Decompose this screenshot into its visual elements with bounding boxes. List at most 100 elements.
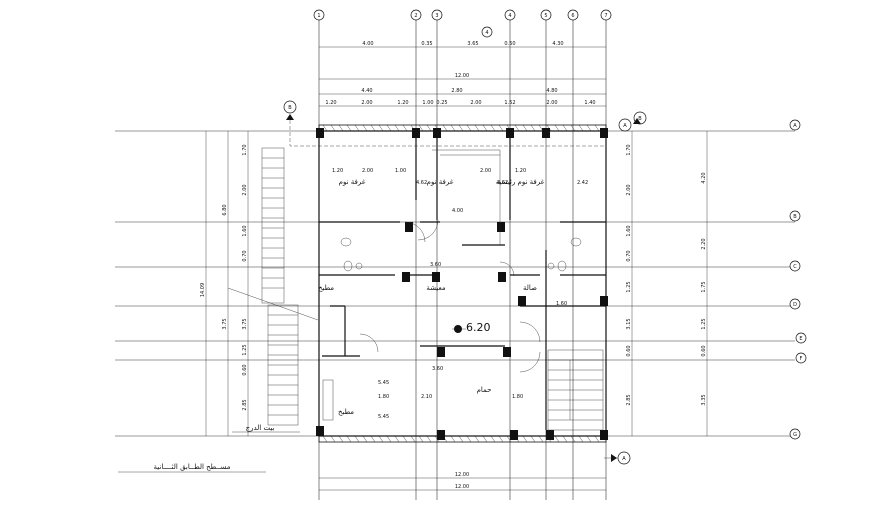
interior-walls — [319, 138, 606, 431]
room-label-bath: حمام — [477, 386, 492, 394]
grid-bubble-b: B — [793, 214, 797, 220]
right-inner-dim-8: 2.85 — [626, 394, 632, 405]
interior-dim-9: 1.20 — [515, 168, 526, 174]
right-outer-dim-6: 3.35 — [701, 394, 707, 405]
stairs-note: بيت الدرج — [246, 424, 275, 432]
left-dimensions: 14.09 6.80 3.75 1.70 2.00 1.60 0.70 3.75… — [200, 131, 249, 436]
grid-bubble-3: 3 — [435, 13, 438, 19]
section-a-right-label: A — [623, 123, 627, 129]
top-dim-3-2: 2.00 — [361, 100, 372, 106]
interior-dim-1: 1.20 — [332, 168, 343, 174]
plan-title: مســطح الطــابق الثــــانية — [154, 463, 231, 471]
grid-bubble-7: 7 — [604, 13, 607, 19]
top-total-dim: 12.00 — [455, 73, 469, 79]
top-dimensions: 4.00 0.35 3.65 0.50 4.30 12.00 4.40 2.80… — [319, 41, 606, 107]
top-dim-1-3: 3.65 — [467, 41, 478, 47]
interior-dim-6: 3.60 — [430, 262, 441, 268]
grid-bubble-6: 6 — [571, 13, 574, 19]
interior-dim-7: 2.42 — [577, 180, 588, 186]
left-inner-dim-7: 0.60 — [242, 364, 248, 375]
right-inner-dim-2: 2.00 — [626, 184, 632, 195]
grid-bubble-c: C — [793, 264, 797, 270]
top-dim-1-2: 0.35 — [421, 41, 432, 47]
right-dimensions: 4.20 2.20 1.75 1.25 0.60 3.35 1.70 2.00 … — [626, 131, 708, 436]
section-b-right-label: B — [638, 116, 642, 122]
room-labels: غرفة نوم غرفة نوم غرفة نوم رئيسية مطبخ م… — [232, 178, 545, 433]
section-b-top-label: B — [288, 105, 292, 111]
grid-bubble-f: F — [800, 356, 803, 362]
section-a-bottom-label: A — [622, 456, 626, 462]
left-inner-dim-3: 1.60 — [242, 225, 248, 236]
right-inner-dim-1: 1.70 — [626, 144, 632, 155]
interior-dim-4: 2.00 — [480, 168, 491, 174]
room-label-bedroom-1: غرفة نوم — [339, 178, 366, 186]
grid-bubble-e: E — [799, 336, 802, 342]
left-outer-dim-2: 14.09 — [200, 283, 206, 297]
room-label-kitchen-left: مطبخ — [318, 284, 334, 292]
room-label-bedroom-2: غرفة نوم — [427, 178, 454, 186]
interior-dim-3: 1.00 — [395, 168, 406, 174]
right-inner-dim-5: 1.25 — [626, 281, 632, 292]
room-label-living: معيشة — [426, 284, 445, 292]
top-dim-3-1: 1.20 — [325, 100, 336, 106]
top-dim-3-5: 0.25 — [436, 100, 447, 106]
left-inner-dim-6: 1.25 — [242, 344, 248, 355]
bathroom-fixtures — [340, 237, 582, 272]
bottom-total-dim-2: 12.00 — [455, 484, 469, 490]
section-markers: B B A A 4 — [283, 26, 647, 465]
left-inner-dim-2: 2.00 — [242, 184, 248, 195]
interior-dim-16: 1.60 — [556, 301, 567, 307]
interior-dim-11: 5.45 — [378, 414, 389, 420]
left-inner-dim-5: 3.75 — [242, 318, 248, 329]
right-outer-dim-2: 2.20 — [701, 238, 707, 249]
door-swings — [359, 219, 541, 373]
grid-bubble-g: G — [793, 432, 797, 438]
section-center-label: 4 — [485, 30, 488, 36]
top-dim-2-3: 4.80 — [546, 88, 557, 94]
external-staircase — [227, 147, 319, 426]
bottom-dimensions: 12.00 12.00 — [319, 472, 606, 491]
grid-bubble-1: 1 — [317, 13, 320, 19]
top-dim-3-6: 2.00 — [470, 100, 481, 106]
interior-dimensions: 1.20 2.00 1.00 2.00 4.00 3.60 2.42 4.62 … — [332, 168, 588, 420]
left-outer-dim-1: 6.80 — [222, 204, 228, 215]
top-dim-1-5: 4.30 — [552, 41, 563, 47]
structural-columns — [316, 128, 608, 440]
interior-dim-8: 4.62 — [416, 180, 427, 186]
interior-dim-2: 2.00 — [362, 168, 373, 174]
top-dim-3-9: 1.40 — [584, 100, 595, 106]
left-inner-dim-1: 1.70 — [242, 144, 248, 155]
right-grid-bubbles: A B C D E F G — [789, 119, 807, 440]
right-outer-dim-1: 4.20 — [701, 172, 707, 183]
room-label-hall: صالة — [523, 284, 537, 292]
grid-bubble-d: D — [793, 302, 797, 308]
left-inner-dim-8: 2.85 — [242, 399, 248, 410]
right-inner-dim-6: 3.15 — [626, 318, 632, 329]
interior-dim-10: 5.45 — [378, 380, 389, 386]
top-dim-3-7: 1.52 — [504, 100, 515, 106]
top-dim-1-4: 0.50 — [504, 41, 515, 47]
room-label-kitchen-bottom: مطبخ — [338, 408, 354, 416]
level-marker: 6.20 — [452, 321, 491, 334]
interior-dim-17: 1.80 — [512, 394, 523, 400]
top-dim-3-4: 1.00 — [422, 100, 433, 106]
top-dim-2-2: 2.80 — [451, 88, 462, 94]
top-grid-bubbles: 1 2 3 4 5 6 7 — [313, 9, 612, 21]
plan-title-group: مســطح الطــابق الثــــانية — [118, 463, 266, 473]
right-inner-dim-4: 0.70 — [626, 250, 632, 261]
grid-bubble-4: 4 — [508, 13, 511, 19]
bottom-total-dim-1: 12.00 — [455, 472, 469, 478]
top-dim-3-3: 1.20 — [397, 100, 408, 106]
interior-dim-14: 4.62 — [497, 180, 508, 186]
interior-dim-13: 1.80 — [378, 394, 389, 400]
top-dim-2-1: 4.40 — [361, 88, 372, 94]
top-dim-3-8: 2.00 — [546, 100, 557, 106]
interior-dim-5: 4.00 — [452, 208, 463, 214]
grid-bubble-2: 2 — [414, 13, 417, 19]
right-inner-dim-7: 0.60 — [626, 345, 632, 356]
right-outer-dim-5: 0.60 — [701, 345, 707, 356]
left-outer-dim-3: 3.75 — [222, 318, 228, 329]
room-label-master-bedroom: غرفة نوم رئيسية — [496, 178, 545, 186]
right-inner-dim-3: 1.60 — [626, 225, 632, 236]
